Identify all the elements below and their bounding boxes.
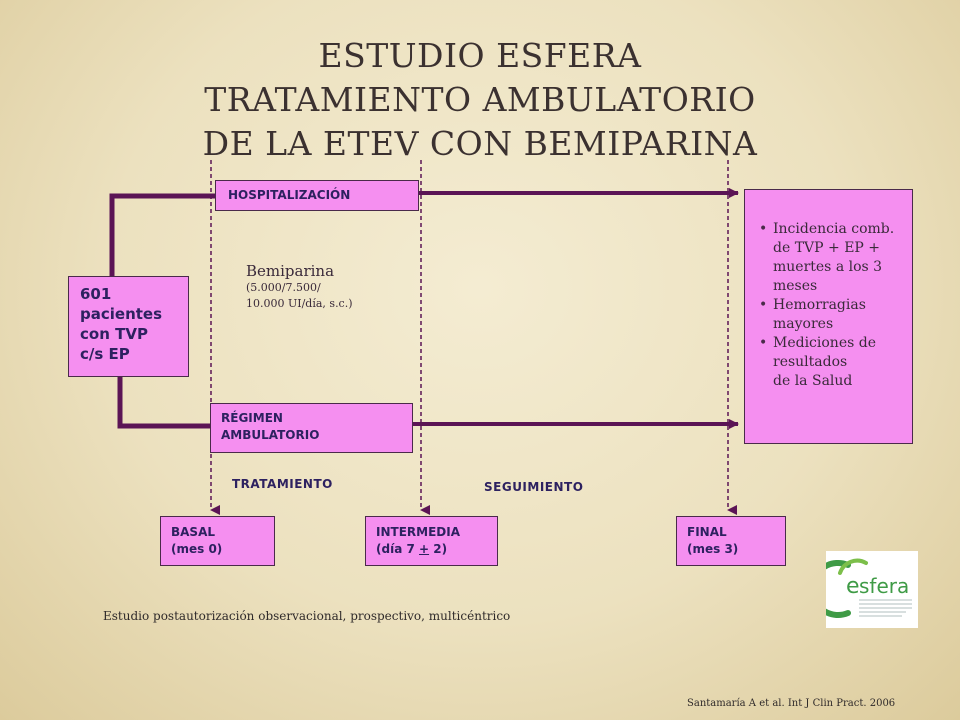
citation: Santamaría A et al. Int J Clin Pract. 20… bbox=[687, 698, 896, 709]
intermedia-line-2: (día 7 + 2) bbox=[376, 541, 497, 558]
patients-line-2: pacientes bbox=[80, 305, 163, 323]
connector-to-ambulatorio bbox=[117, 377, 210, 429]
phase-treatment-label: TRATAMIENTO bbox=[232, 477, 333, 491]
outcome-item: Hemorragias mayores bbox=[755, 296, 912, 334]
outcome-item: Mediciones de resultados de la Salud bbox=[755, 334, 912, 391]
intermedia-range: 2) bbox=[429, 542, 448, 556]
bemiparina-dose-2: 10.000 UI/día, s.c.) bbox=[246, 297, 353, 310]
esfera-logo: e sfera bbox=[809, 551, 918, 628]
basal-line-2: (mes 0) bbox=[171, 542, 223, 556]
patients-line-4: c/s EP bbox=[80, 345, 130, 363]
basal-line-1: BASAL bbox=[171, 525, 216, 539]
study-footnote: Estudio postautorización observacional, … bbox=[103, 609, 511, 623]
timepoint-basal-box: BASAL (mes 0) bbox=[160, 516, 275, 566]
logo-text: sfera bbox=[859, 574, 909, 598]
patients-box: 601 pacientes con TVP c/s EP bbox=[68, 276, 189, 377]
outcome-text: de la Salud bbox=[773, 373, 853, 389]
outcomes-box: Incidencia comb. de TVP + EP + muertes a… bbox=[744, 189, 913, 444]
outcome-text: Hemorragias bbox=[773, 297, 866, 313]
phase-followup-label: SEGUIMIENTO bbox=[484, 480, 584, 494]
hospitalizacion-box: HOSPITALIZACIÓN bbox=[215, 180, 419, 211]
outcome-text: mayores bbox=[773, 316, 834, 332]
bemiparina-note: Bemiparina (5.000/7.500/ 10.000 UI/día, … bbox=[246, 262, 353, 312]
timepoint-final-box: FINAL (mes 3) bbox=[676, 516, 786, 566]
connector-to-hospitalizacion bbox=[109, 193, 215, 276]
bemiparina-name: Bemiparina bbox=[246, 262, 335, 280]
title-line-3: DE LA ETEV CON BEMIPARINA bbox=[202, 124, 758, 163]
plus-minus-sign: + bbox=[419, 542, 430, 556]
outcome-text: Mediciones de bbox=[773, 335, 876, 351]
bemiparina-dose-1: (5.000/7.500/ bbox=[246, 281, 321, 294]
outcomes-list: Incidencia comb. de TVP + EP + muertes a… bbox=[755, 220, 912, 391]
outcome-text: resultados bbox=[773, 354, 848, 370]
title-line-2: TRATAMIENTO AMBULATORIO bbox=[204, 80, 756, 119]
outcome-text: muertes a los 3 bbox=[773, 259, 883, 275]
outcome-item: Incidencia comb. de TVP + EP + muertes a… bbox=[755, 220, 912, 296]
timepoint-intermedia-box: INTERMEDIA (día 7 + 2) bbox=[365, 516, 498, 566]
patients-line-3: con TVP bbox=[80, 325, 148, 343]
slide-title: ESTUDIO ESFERA TRATAMIENTO AMBULATORIO D… bbox=[0, 34, 960, 166]
ambulatorio-line-2: AMBULATORIO bbox=[221, 428, 320, 442]
intermedia-line-1: INTERMEDIA bbox=[376, 525, 460, 539]
final-line-1: FINAL bbox=[687, 525, 727, 539]
patients-line-1: 601 bbox=[80, 285, 112, 303]
esfera-logo-graphic: e sfera bbox=[809, 558, 912, 618]
title-line-1: ESTUDIO ESFERA bbox=[318, 36, 642, 75]
logo-letter: e bbox=[846, 574, 860, 599]
intermedia-day: (día 7 bbox=[376, 542, 419, 556]
ambulatorio-box: RÉGIMEN AMBULATORIO bbox=[210, 403, 413, 453]
outcome-text: de TVP + EP + bbox=[773, 240, 881, 256]
outcome-text: meses bbox=[773, 278, 818, 294]
final-line-2: (mes 3) bbox=[687, 542, 739, 556]
ambulatorio-line-1: RÉGIMEN bbox=[221, 411, 283, 425]
outcome-text: Incidencia comb. bbox=[773, 221, 895, 237]
